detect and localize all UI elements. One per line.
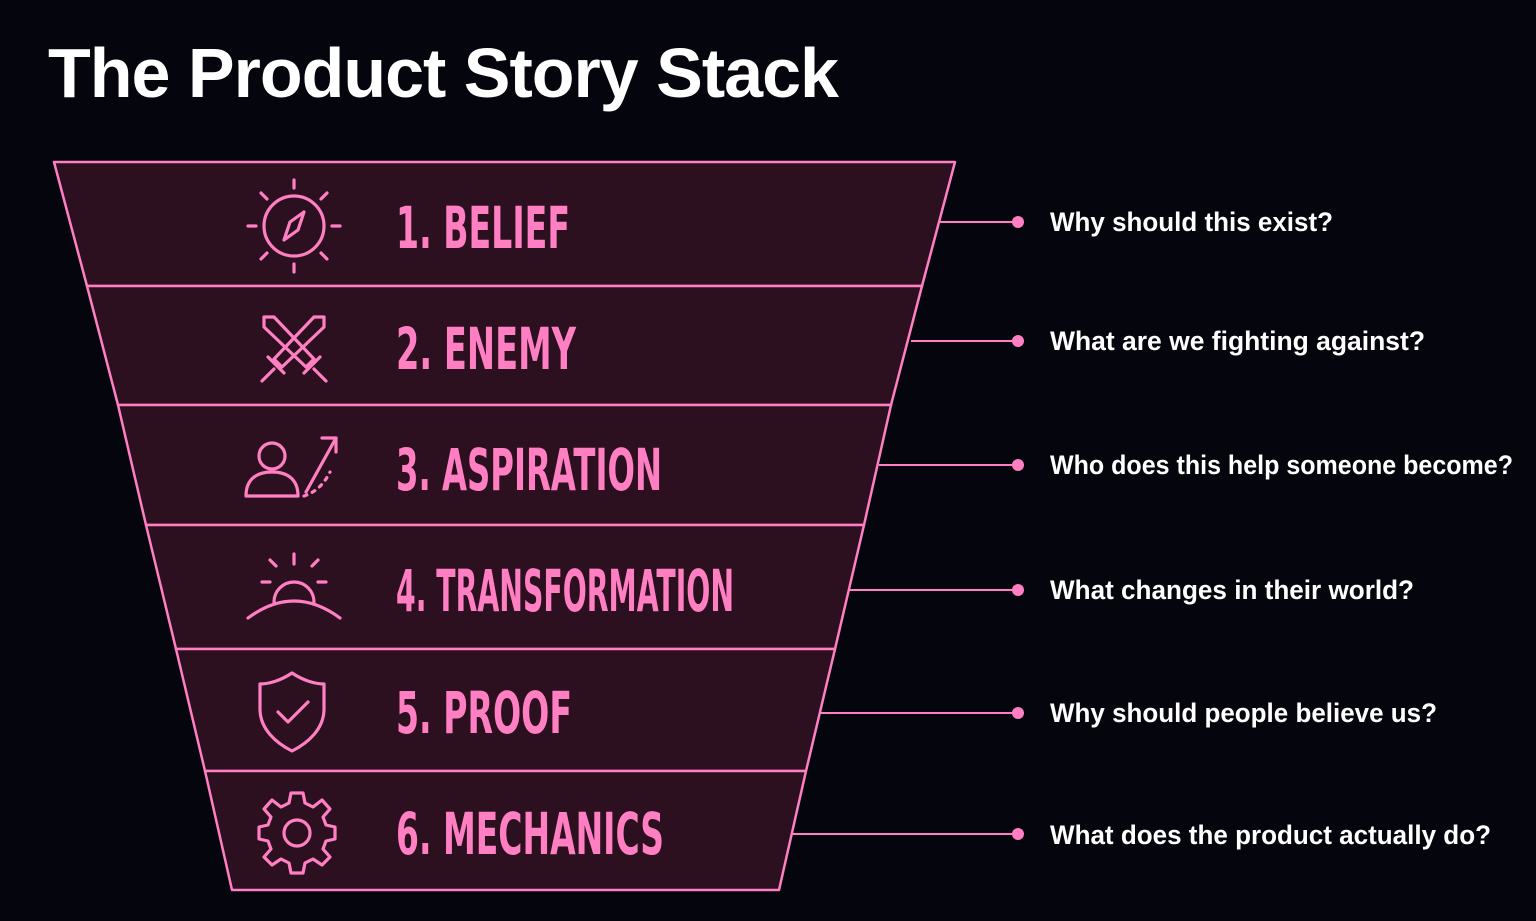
question-proof: Why should people believe us? xyxy=(1050,698,1437,728)
layer-label-aspiration: 3. ASPIRATION xyxy=(396,436,662,504)
connector-dot xyxy=(1012,216,1024,228)
question-aspiration: Who does this help someone become? xyxy=(1050,450,1513,480)
layer-label-transformation: 4. TRANSFORMATION xyxy=(396,557,734,625)
question-belief: Why should this exist? xyxy=(1050,207,1333,237)
funnel-band-mechanics xyxy=(203,769,808,892)
connector-dot xyxy=(1012,584,1024,596)
layer-label-mechanics: 6. MECHANICS xyxy=(396,800,664,868)
connector-dot xyxy=(1012,335,1024,347)
page-title: The Product Story Stack xyxy=(48,34,839,112)
layer-label-enemy: 2. ENEMY xyxy=(396,315,577,383)
connector-dot xyxy=(1012,707,1024,719)
question-enemy: What are we fighting against? xyxy=(1050,326,1425,356)
funnel-bands xyxy=(52,160,957,892)
question-mechanics: What does the product actually do? xyxy=(1050,820,1491,850)
connector-dot xyxy=(1012,459,1024,471)
layer-label-belief: 1. BELIEF xyxy=(396,194,570,262)
layer-label-proof: 5. PROOF xyxy=(396,679,572,747)
connector-dot xyxy=(1012,828,1024,840)
question-transformation: What changes in their world? xyxy=(1050,575,1414,605)
